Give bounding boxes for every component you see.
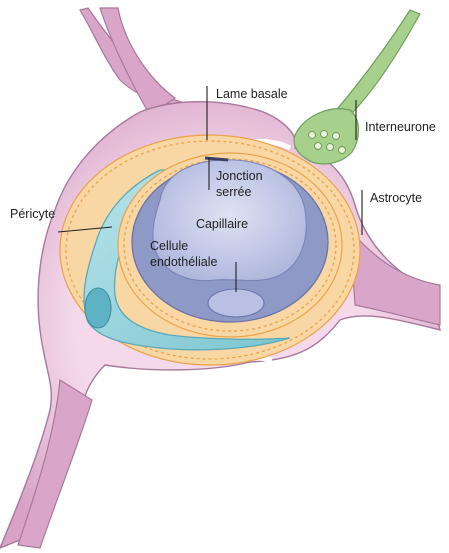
endothelial-nucleus: [208, 289, 264, 317]
label-pericyte: Péricyte: [10, 207, 55, 221]
label-capillaire: Capillaire: [196, 217, 248, 231]
label-astrocyte: Astrocyte: [370, 191, 422, 205]
label-cellule-line1: Cellule: [150, 239, 188, 253]
label-jonction-line2: serrée: [216, 185, 251, 199]
label-cellule-line2: endothéliale: [150, 255, 217, 269]
interneuron: [294, 10, 420, 164]
label-lame-basale: Lame basale: [216, 87, 288, 101]
label-jonction-line1: Jonction: [216, 169, 263, 183]
pericyte-nucleus: [85, 288, 111, 328]
interneuron-axon: [338, 10, 420, 115]
label-interneurone: Interneurone: [365, 120, 436, 134]
